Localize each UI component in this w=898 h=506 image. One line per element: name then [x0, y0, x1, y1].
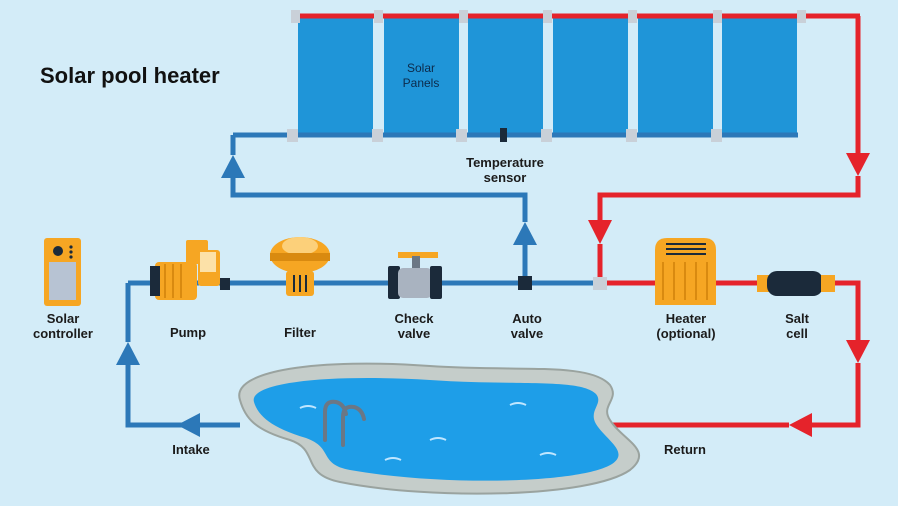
pump-label: Pump [169, 325, 207, 340]
filter-icon [270, 237, 330, 296]
junction-fitting [593, 277, 607, 290]
return-label: Return [664, 442, 706, 457]
arrow-up-icon [221, 155, 245, 178]
intake-label: Intake [172, 442, 210, 457]
salt-cell-icon [757, 271, 835, 296]
intake-pipe [125, 365, 240, 428]
solar-panel [384, 17, 459, 135]
solar-controller-icon [44, 238, 81, 306]
page-title: Solar pool heater [40, 63, 220, 88]
temperature-sensor-icon [500, 128, 507, 142]
auto-valve-icon [518, 276, 532, 290]
filter-label: Filter [284, 325, 316, 340]
solar-panel [553, 17, 628, 135]
solar-panels-label: Solar Panels [402, 61, 440, 90]
pump-icon [150, 240, 230, 300]
solar-panel-array [298, 17, 797, 135]
arrow-down-icon [846, 153, 870, 176]
arrow-down-icon [846, 340, 870, 363]
pool-ladder-icon [323, 399, 366, 447]
check-valve-label: Check valve [394, 311, 434, 341]
salt-cell-label: Salt cell [785, 311, 809, 341]
heater-label: Heater (optional) [656, 311, 716, 341]
panel-connectors [287, 10, 806, 142]
arrow-left-icon [789, 413, 812, 437]
arrow-up-icon [116, 342, 140, 365]
swimming-pool [238, 362, 640, 495]
arrow-down-icon [588, 220, 612, 244]
solar-controller-label: Solar controller [33, 311, 93, 341]
heater-icon [655, 238, 716, 305]
solar-panel [468, 17, 543, 135]
solar-panel [638, 17, 713, 135]
check-valve-icon [388, 252, 442, 299]
arrow-left-icon [177, 413, 200, 437]
temperature-sensor-label: Temperature sensor [466, 155, 544, 185]
arrow-up-icon [513, 222, 537, 245]
solar-panel [298, 17, 373, 135]
solar-panel [722, 17, 797, 135]
auto-valve-label: Auto valve [510, 311, 544, 341]
